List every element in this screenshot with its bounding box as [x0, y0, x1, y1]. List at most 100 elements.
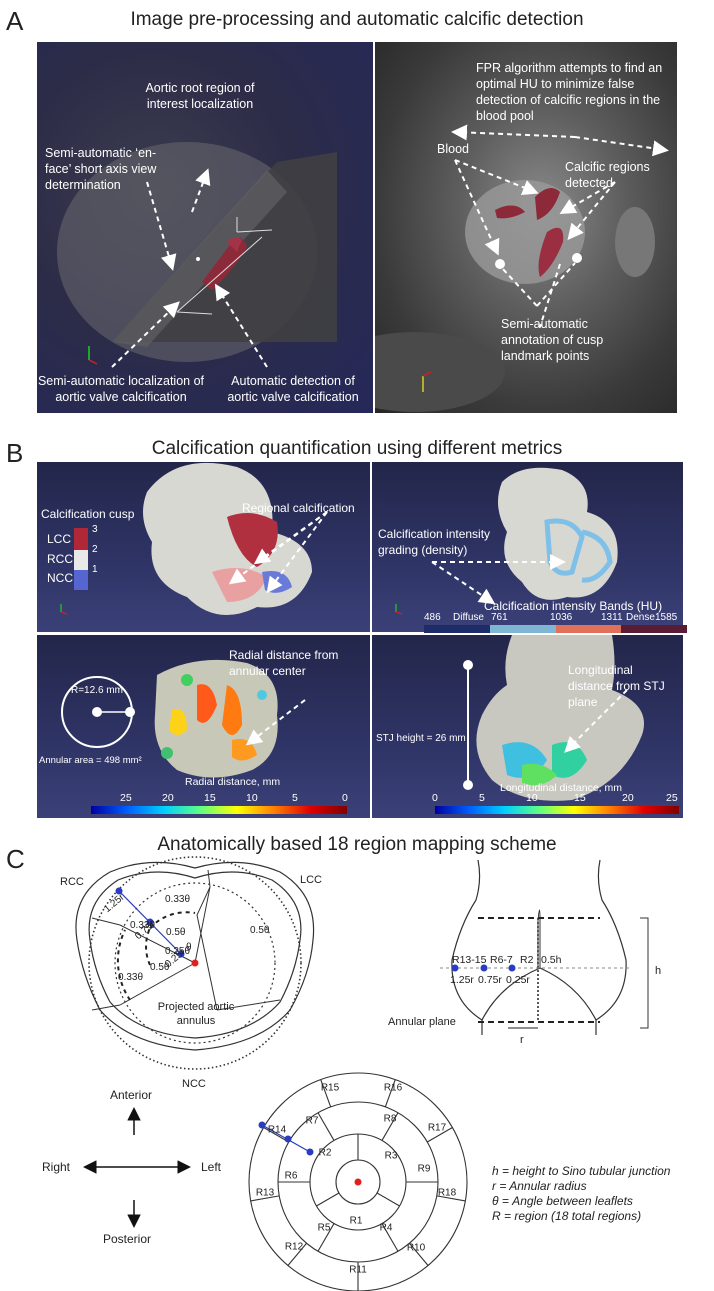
stj-height-label: STJ height = 26 mm	[376, 733, 466, 744]
cusp-tick-2: 2	[92, 544, 98, 555]
half-height-label: 0.5h	[541, 954, 562, 966]
panel-a-right-image: FPR algorithm attempts to find an optima…	[375, 42, 677, 413]
compass-right: Right	[42, 1160, 71, 1174]
panel-b-radial-graphics	[61, 659, 306, 778]
intensity-tick-761: 761	[491, 612, 508, 623]
panel-b-longitudinal-graphics	[463, 635, 644, 801]
angle-label-1: 0.33θ	[165, 894, 191, 905]
side-radius-125: 1.25r	[450, 974, 474, 986]
region-r4: R4	[379, 1222, 393, 1234]
compass-anterior: Anterior	[110, 1088, 153, 1102]
rcc-label: RCC	[60, 876, 84, 888]
bullseye-spoke	[287, 1242, 307, 1266]
intensity-diffuse-label: Diffuse	[453, 612, 484, 623]
intensity-band-2	[489, 625, 556, 633]
cusp-tick-3: 3	[92, 524, 98, 535]
cusp-name-ncc: NCC	[47, 571, 73, 585]
bullseye-spoke	[381, 1223, 399, 1252]
bullseye-spoke	[317, 1223, 335, 1252]
bullseye-spoke	[250, 1195, 280, 1202]
detection-label: Automatic detection of aortic valve calc…	[227, 374, 359, 404]
section-letter-c: C	[6, 844, 25, 874]
intensity-band-diffuse	[424, 625, 490, 633]
view-determination-label: Semi-automatic ‘en-face’ short axis view…	[45, 146, 157, 192]
intensity-dense-label: Dense	[626, 612, 655, 623]
calcific-regions-label: Calcific regions detected	[565, 160, 650, 190]
panel-a-right-graphics	[375, 124, 669, 412]
region-r5: R5	[317, 1222, 331, 1234]
bullseye-spoke	[376, 1192, 400, 1207]
panel-a-left-graphics	[57, 142, 337, 368]
intensity-bands-title: Calcification intensity Bands (HU)	[484, 599, 663, 613]
region-r1: R1	[349, 1215, 363, 1227]
section-title-b: Calcification quantification using diffe…	[151, 438, 563, 459]
fpr-label: FPR algorithm attempts to find an optima…	[476, 61, 663, 123]
intensity-tick-1311: 1311	[601, 612, 623, 623]
radial-tick-20: 20	[162, 792, 174, 804]
region-r17: R17	[427, 1122, 447, 1134]
region-r2: R2	[318, 1147, 332, 1159]
annulus-label: Projected aortic annulus	[157, 1001, 235, 1027]
section-letter-a: A	[6, 6, 24, 36]
radial-tick-15: 15	[204, 792, 216, 804]
intensity-band-dense	[621, 625, 687, 633]
region-r15: R15	[320, 1082, 340, 1094]
longitudinal-axis-label: Longitudinal distance, mm	[500, 782, 622, 794]
bullseye-spoke	[409, 1242, 429, 1266]
region-r7: R7	[305, 1115, 319, 1127]
intensity-tick-1585: 1585	[655, 612, 678, 623]
panel-b-intensity-graphics	[395, 467, 618, 615]
cusp-title: Calcification cusp	[41, 507, 135, 521]
bullseye-spoke	[427, 1127, 453, 1143]
bullseye-spoke	[263, 1127, 289, 1143]
point-label-r13-15: R13-15	[452, 954, 487, 966]
section-title-a: Image pre-processing and automatic calci…	[130, 9, 584, 30]
cusp-name-rcc: RCC	[47, 552, 73, 566]
height-label: h	[655, 965, 662, 977]
lcc-label: LCC	[300, 874, 323, 886]
panel-b-cusp-graphics	[60, 462, 328, 615]
intensity-band-3	[555, 625, 622, 633]
bullseye-spoke	[436, 1195, 466, 1202]
bullseye-spoke	[316, 1192, 340, 1207]
angle-label-theta: θ	[186, 942, 192, 953]
legend-region: R = region (18 total regions)	[492, 1209, 642, 1223]
angle-label-6: 0.5θ	[250, 925, 270, 936]
region-r8: R8	[383, 1113, 397, 1125]
radial-color-bar	[91, 806, 347, 814]
intensity-tick-486: 486	[424, 612, 441, 623]
longitudinal-color-bar	[435, 806, 679, 814]
compass-left: Left	[201, 1160, 222, 1174]
longitudinal-tick-0: 0	[432, 792, 438, 804]
section-title-c: Anatomically based 18 region mapping sch…	[157, 834, 557, 855]
angle-label-3: 0.5θ	[166, 927, 186, 938]
intensity-tick-1036: 1036	[550, 612, 573, 623]
radius-label: R=12.6 mm	[71, 685, 123, 696]
section-letter-b: B	[6, 438, 24, 468]
annular-plane-label: Annular plane	[388, 1016, 456, 1028]
radial-distance-label: Radial distance from annular center	[229, 648, 339, 678]
longitudinal-tick-5: 5	[479, 792, 485, 804]
longitudinal-tick-15: 15	[574, 792, 586, 804]
region-r11: R11	[349, 1264, 367, 1276]
bullseye-spoke	[384, 1079, 396, 1108]
cusp-tick-1: 1	[92, 564, 98, 575]
blood-label: Blood	[437, 142, 469, 156]
cusp-name-lcc: LCC	[47, 532, 72, 546]
angle-label-7: 0.33θ	[118, 972, 144, 983]
region-r14: R14	[267, 1124, 287, 1136]
radial-tick-5: 5	[292, 792, 298, 804]
intensity-color-bar	[424, 625, 687, 633]
point-label-r6-7: R6-7	[490, 954, 513, 966]
region-r12: R12	[284, 1241, 304, 1253]
roi-label: Aortic root region of interest localizat…	[145, 81, 255, 111]
region-r16: R16	[383, 1082, 403, 1094]
angle-label-4: 0.25θ	[165, 946, 191, 957]
region-r18: R18	[437, 1187, 457, 1199]
radial-tick-0: 0	[342, 792, 348, 804]
side-radius-075: 0.75r	[478, 974, 502, 986]
radius-r-label: r	[520, 1034, 524, 1046]
compass-posterior: Posterior	[103, 1232, 152, 1246]
annular-area-label: Annular area = 498 mm²	[39, 755, 142, 766]
panel-a-left-image: Aortic root region of interest localizat…	[37, 42, 373, 413]
